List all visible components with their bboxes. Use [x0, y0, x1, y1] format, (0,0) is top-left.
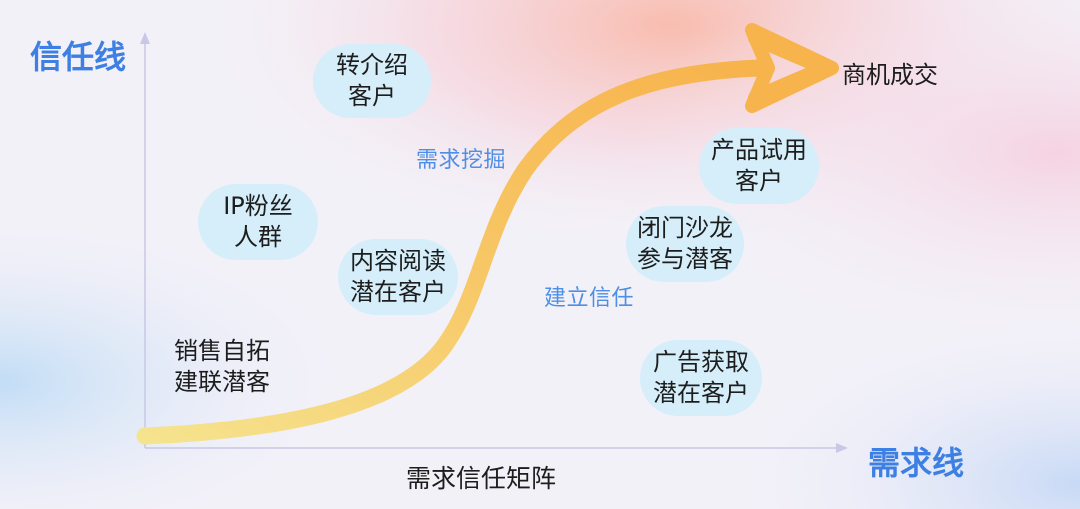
x-axis-title: 需求线: [868, 444, 965, 482]
bubble-line: 潜在客户: [350, 278, 446, 306]
bubble-line: 建联潜客: [174, 368, 270, 396]
bubble-line: 广告获取: [653, 348, 749, 376]
growth-curve-arrow: [136, 23, 839, 445]
bubble-line: 客户: [348, 82, 396, 110]
bubble-line: 转介绍: [336, 51, 408, 79]
bubble-ip-fans: IP粉丝 人群: [198, 184, 318, 260]
bubble-line: 人群: [234, 223, 282, 251]
bubble-line: 潜在客户: [653, 379, 749, 407]
x-axis: [145, 443, 848, 453]
bubble-ad-leads: 广告获取 潜在客户: [640, 340, 762, 416]
bubble-line: IP粉丝: [223, 192, 293, 220]
bubble-line: 客户: [735, 167, 783, 195]
bubble-salon-attendees: 闭门沙龙 参与潜客: [626, 206, 744, 282]
matrix-title: 需求信任矩阵: [406, 464, 557, 493]
y-axis: [140, 32, 150, 448]
y-axis-title: 信任线: [30, 38, 127, 76]
bubble-content-readers: 内容阅读 潜在客户: [338, 239, 458, 315]
bubble-trial-customers: 产品试用 客户: [699, 128, 819, 204]
bubble-line: 内容阅读: [350, 247, 446, 275]
bubble-line: 参与潜客: [637, 245, 733, 273]
goal-label: 商机成交: [842, 61, 938, 89]
bubble-referral-customers: 转介绍 客户: [313, 44, 431, 118]
stage-label-demand-mining: 需求挖掘: [416, 148, 507, 173]
bubble-sales-outreach: 销售自拓 建联潜客: [160, 330, 284, 404]
bubble-line: 闭门沙龙: [637, 214, 733, 242]
stage-label-build-trust: 建立信任: [544, 286, 635, 311]
bubble-line: 销售自拓: [174, 337, 270, 365]
bubble-line: 产品试用: [711, 136, 807, 164]
